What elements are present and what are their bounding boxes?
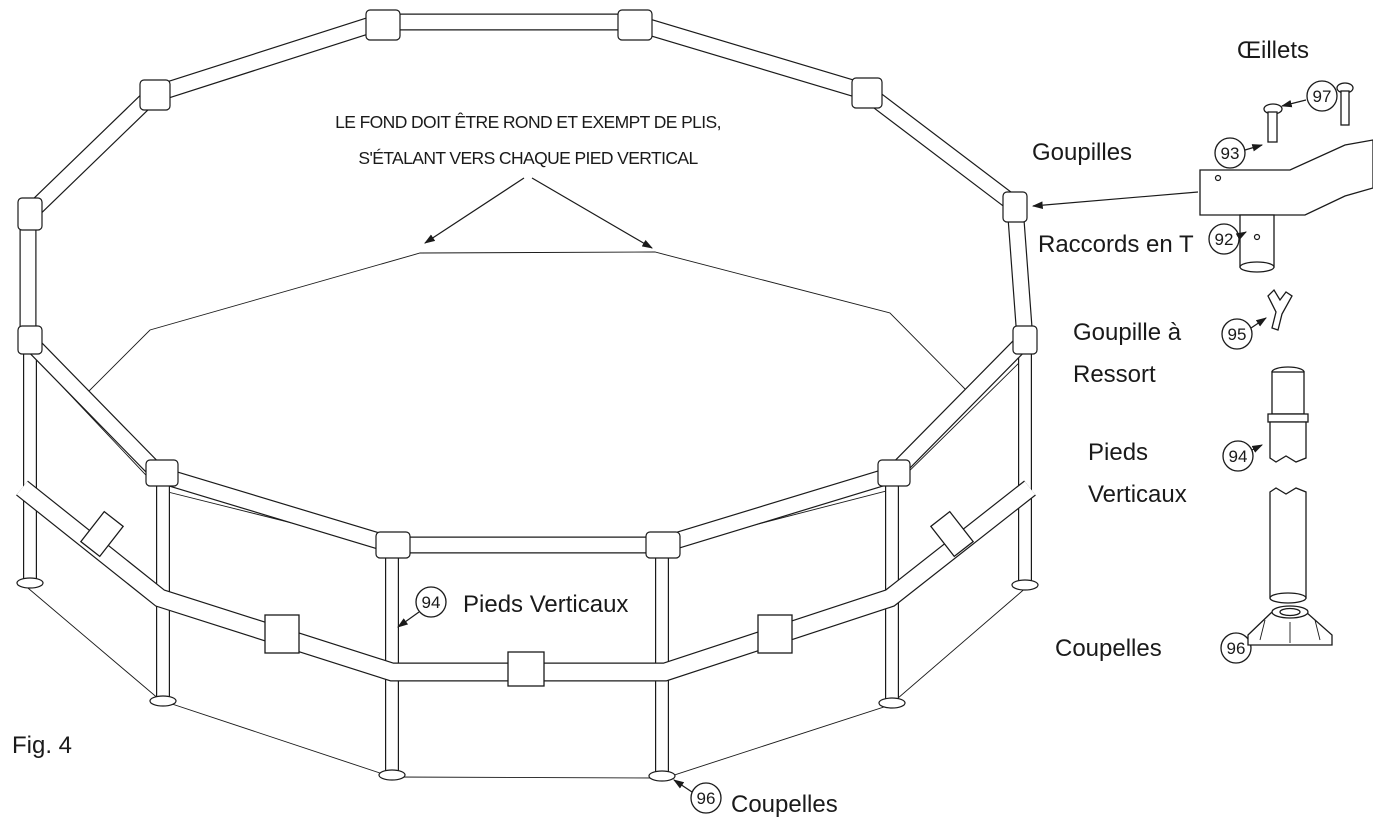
annotation-line-2: S'ÉTALANT VERS CHAQUE PIED VERTICAL — [358, 148, 698, 168]
belt-pad — [929, 510, 975, 558]
callout-number: 94 — [422, 593, 441, 612]
legs-label-line-2: Verticaux — [1088, 481, 1187, 508]
pool-t-joints — [17, 9, 1038, 559]
belt-pad — [264, 614, 300, 654]
pool-wall-bottom-edge — [21, 582, 1029, 779]
callout-number: 96 — [697, 789, 716, 808]
grommets-number: 97 — [1313, 87, 1332, 106]
annotation-line-1: LE FOND DOIT ÊTRE ROND ET EXEMPT DE PLIS… — [335, 112, 721, 132]
t-joints-number: 92 — [1215, 230, 1234, 249]
callout-pool-legs: 94 Pieds Verticaux — [397, 586, 628, 628]
pins-number: 93 — [1221, 144, 1240, 163]
t-joints-label: Raccords en T — [1038, 231, 1194, 258]
pool-liner-inner-edge — [87, 251, 969, 393]
annotation-arrow — [424, 177, 525, 244]
pool-belt-strap — [16, 480, 1036, 687]
spring-pin-label-line-2: Ressort — [1073, 361, 1156, 388]
cups-label: Coupelles — [1055, 635, 1162, 662]
callout-label: Pieds Verticaux — [463, 591, 628, 618]
annotation-arrow — [531, 177, 653, 249]
pool-legs — [23, 340, 1032, 773]
cups-number: 96 — [1227, 639, 1246, 658]
grommets-label: Œillets — [1237, 37, 1309, 64]
cups-number-ring — [1220, 632, 1252, 664]
pool-top-rail — [19, 13, 1034, 554]
belt-pad — [757, 614, 793, 654]
pins-label: Goupilles — [1032, 139, 1132, 166]
cup-icon — [1247, 605, 1333, 646]
t-joint-arrow — [1031, 191, 1199, 209]
pool-wall-top-edge — [41, 359, 1023, 549]
pins-number-ring — [1214, 137, 1246, 169]
t-joint-icon — [1199, 139, 1373, 273]
callout-pool-cups: 96 Coupelles — [673, 779, 838, 818]
liner-annotation: LE FOND DOIT ÊTRE ROND ET EXEMPT DE PLIS… — [335, 112, 721, 249]
callout-label: Coupelles — [731, 791, 838, 818]
exploded-parts: Œillets 97 Goupilles 93 Raccords en T 92 — [1031, 37, 1373, 664]
spring-pin-number: 95 — [1228, 325, 1247, 344]
pool-cups — [16, 577, 1039, 782]
legs-number: 94 — [1229, 447, 1248, 466]
legs-number-ring — [1222, 440, 1254, 472]
spring-pin-label-line-1: Goupille à — [1073, 319, 1182, 346]
grommets-number-ring — [1306, 80, 1338, 112]
figure-label: Fig. 4 — [12, 732, 72, 759]
spring-pin-number-ring — [1221, 318, 1253, 350]
spring-pin-icon — [1267, 288, 1293, 331]
belt-pad — [79, 510, 125, 558]
legs-label-line-1: Pieds — [1088, 439, 1148, 466]
leg-icon — [1267, 366, 1309, 604]
grommet-icon — [1263, 82, 1354, 143]
belt-pad — [507, 651, 545, 687]
